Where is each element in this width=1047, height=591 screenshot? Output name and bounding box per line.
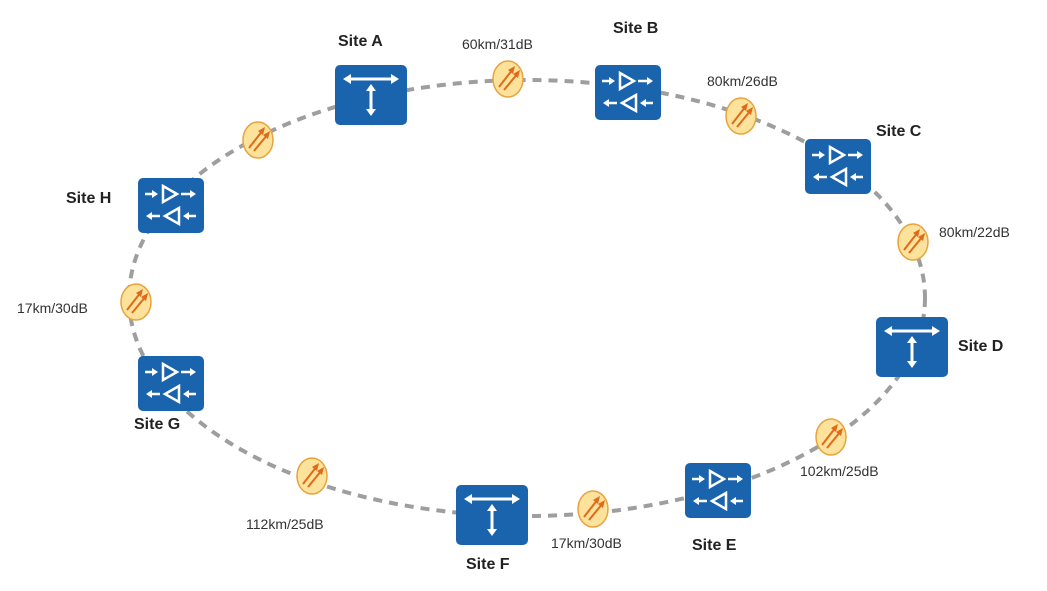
site-d-roadm-node[interactable] bbox=[876, 317, 948, 377]
span-b-c-label: 80km/26dB bbox=[707, 73, 778, 89]
site-h-amplifier-node[interactable] bbox=[138, 178, 204, 233]
site-d-label: Site D bbox=[958, 338, 1004, 355]
site-b-label: Site B bbox=[613, 20, 659, 37]
site-c-amplifier-node[interactable] bbox=[805, 139, 871, 194]
span-d-e-label: 102km/25dB bbox=[800, 463, 879, 479]
roadm-icon bbox=[343, 74, 399, 116]
fiber-amp-g-h-icon[interactable] bbox=[119, 282, 153, 322]
amplifier-icon bbox=[812, 144, 863, 188]
fiber-amp-b-c-icon[interactable] bbox=[724, 96, 758, 136]
site-f-label: Site F bbox=[466, 556, 510, 573]
site-e-label: Site E bbox=[692, 537, 737, 554]
fiber-amp-f-g-icon[interactable] bbox=[295, 456, 329, 496]
fiber-ring-path bbox=[127, 78, 927, 518]
site-b-amplifier-node[interactable] bbox=[595, 65, 661, 120]
span-f-g-label: 112km/25dB bbox=[246, 516, 324, 532]
span-c-d-label: 80km/22dB bbox=[939, 224, 1010, 240]
site-f-roadm-node[interactable] bbox=[456, 485, 528, 545]
fiber-amp-a-b-icon[interactable] bbox=[491, 59, 525, 99]
fiber-amp-d-e-icon[interactable] bbox=[814, 417, 848, 457]
site-g-label: Site G bbox=[134, 416, 181, 433]
span-g-h-label: 17km/30dB bbox=[17, 300, 88, 316]
fiber-amp-h-a-icon[interactable] bbox=[241, 120, 275, 160]
roadm-icon bbox=[884, 326, 940, 368]
site-g-amplifier-node[interactable] bbox=[138, 356, 204, 411]
span-e-f-label: 17km/30dB bbox=[551, 535, 622, 551]
site-a-roadm-node[interactable] bbox=[335, 65, 407, 125]
site-e-amplifier-node[interactable] bbox=[685, 463, 751, 518]
site-h-label: Site H bbox=[66, 190, 112, 207]
amplifier-icon bbox=[145, 361, 196, 405]
amplifier-icon bbox=[602, 70, 653, 114]
site-a-label: Site A bbox=[338, 33, 383, 50]
fiber-amp-c-d-icon[interactable] bbox=[896, 222, 930, 262]
roadm-icon bbox=[464, 494, 520, 536]
span-a-b-label: 60km/31dB bbox=[462, 36, 533, 52]
amplifier-icon bbox=[145, 183, 196, 227]
amplifier-icon bbox=[692, 468, 743, 512]
site-c-label: Site C bbox=[876, 123, 922, 140]
fiber-amp-e-f-icon[interactable] bbox=[576, 489, 610, 529]
